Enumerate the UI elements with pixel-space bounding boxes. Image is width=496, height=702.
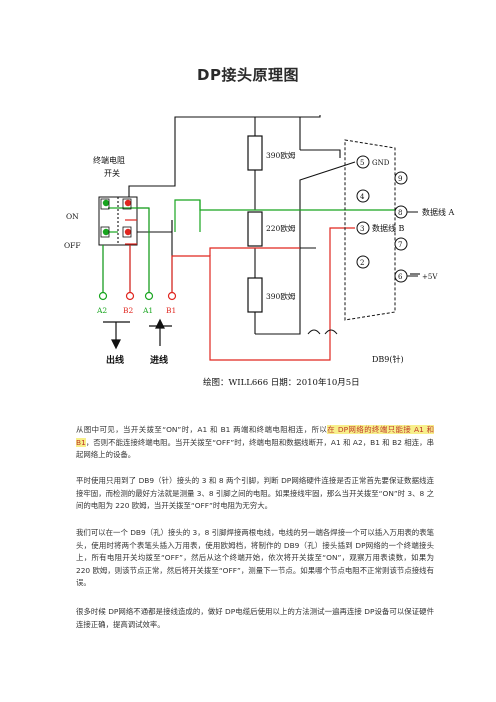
- pin-8-label: 8: [398, 209, 402, 217]
- paragraph-4: 很多时候 DP网络不通都是接线造成的，做好 DP电缆后使用以上的方法测试一遍再连…: [76, 607, 434, 629]
- terminal-b1-label: B1: [166, 306, 176, 315]
- pin-5-label: 5: [360, 159, 364, 167]
- switch-contact-on-1: [102, 199, 110, 207]
- pin-4-label: 4: [360, 193, 365, 201]
- pin-4: [356, 189, 370, 203]
- db9-label: DB9(针): [372, 354, 404, 364]
- switch-label-line2: 开关: [104, 168, 120, 178]
- resistor-1-label: 390欧姆: [266, 150, 296, 160]
- data-line-b-label: 数据线 B: [372, 223, 405, 233]
- pin-7: [394, 237, 408, 251]
- wire-crossing-1: [307, 329, 321, 335]
- paragraph-2: 平时使用只用到了 DB9（针）接头的 3 和 8 两个引脚，判断 DP网络硬件连…: [76, 476, 434, 511]
- data-line-a-label: 数据线 A: [422, 207, 455, 217]
- out-line-label: 出线: [106, 354, 124, 366]
- gnd-label: GND: [372, 159, 390, 167]
- pin-6-label: 6: [398, 273, 403, 281]
- wire-crossing-2: [324, 329, 338, 335]
- db9-outline: [344, 139, 396, 321]
- terminal-a1-label: A1: [142, 306, 153, 315]
- pin-3-label: 3: [360, 225, 364, 233]
- in-line-label: 进线: [150, 354, 168, 366]
- paragraph-1: 从图中可见，当开关拨至“ON”时，A1 和 B1 两端和终端电阻相连，所以在 D…: [76, 424, 434, 462]
- pin-7-label: 7: [398, 241, 402, 249]
- resistor-2-label: 220欧姆: [266, 223, 296, 233]
- switch-contact-on-2: [102, 228, 110, 236]
- pin-5: [356, 155, 370, 169]
- diagram-footer: 绘图：WILL666 日期：2010年10月5日: [203, 377, 360, 388]
- terminal-b1: [167, 291, 177, 301]
- arrow-in-icon: [149, 318, 172, 346]
- pin-2: [356, 255, 370, 269]
- red-wiring: [125, 219, 355, 361]
- terminal-b2-label: B2: [123, 306, 134, 315]
- plus5v-label: +5V: [422, 273, 438, 281]
- terminal-a2-label: A2: [96, 306, 107, 315]
- terminal-b2: [125, 291, 135, 301]
- on-label: ON: [66, 212, 79, 221]
- green-wiring: [102, 199, 395, 292]
- off-label: OFF: [64, 241, 81, 250]
- switch-contact-off-1: [124, 199, 132, 207]
- pin-3: [356, 221, 370, 235]
- paragraph-1-after: ，否则不能连接终端电阻。当开关拨至“OFF”时，终端电阻和数据线断开，A1 和 …: [76, 437, 434, 460]
- db9-pins: [356, 155, 408, 283]
- paragraph-3: 我们可以在一个 DB9（孔）接头的 3，8 引脚焊接两根电线，电线的另一端各焊接…: [76, 528, 434, 588]
- pin-2-label: 2: [360, 259, 364, 267]
- pin-9-label: 9: [398, 175, 402, 183]
- arrow-out-icon: [103, 321, 130, 350]
- pin-9: [394, 171, 408, 185]
- resistor-3-label: 390欧姆: [266, 291, 296, 301]
- terminal-a1: [144, 291, 154, 301]
- resistor-1: [247, 135, 263, 171]
- page-title: DP接头原理图: [197, 66, 299, 84]
- resistor-3: [247, 277, 263, 313]
- switch-label-line1: 终端电阻: [93, 155, 125, 165]
- switch-contact-off-2: [124, 228, 132, 236]
- resistor-2: [247, 211, 263, 247]
- terminal-a2: [98, 291, 108, 301]
- paragraph-1-before: 从图中可见，当开关拨至“ON”时，A1 和 B1 两端和终端电阻相连，所以: [76, 425, 328, 434]
